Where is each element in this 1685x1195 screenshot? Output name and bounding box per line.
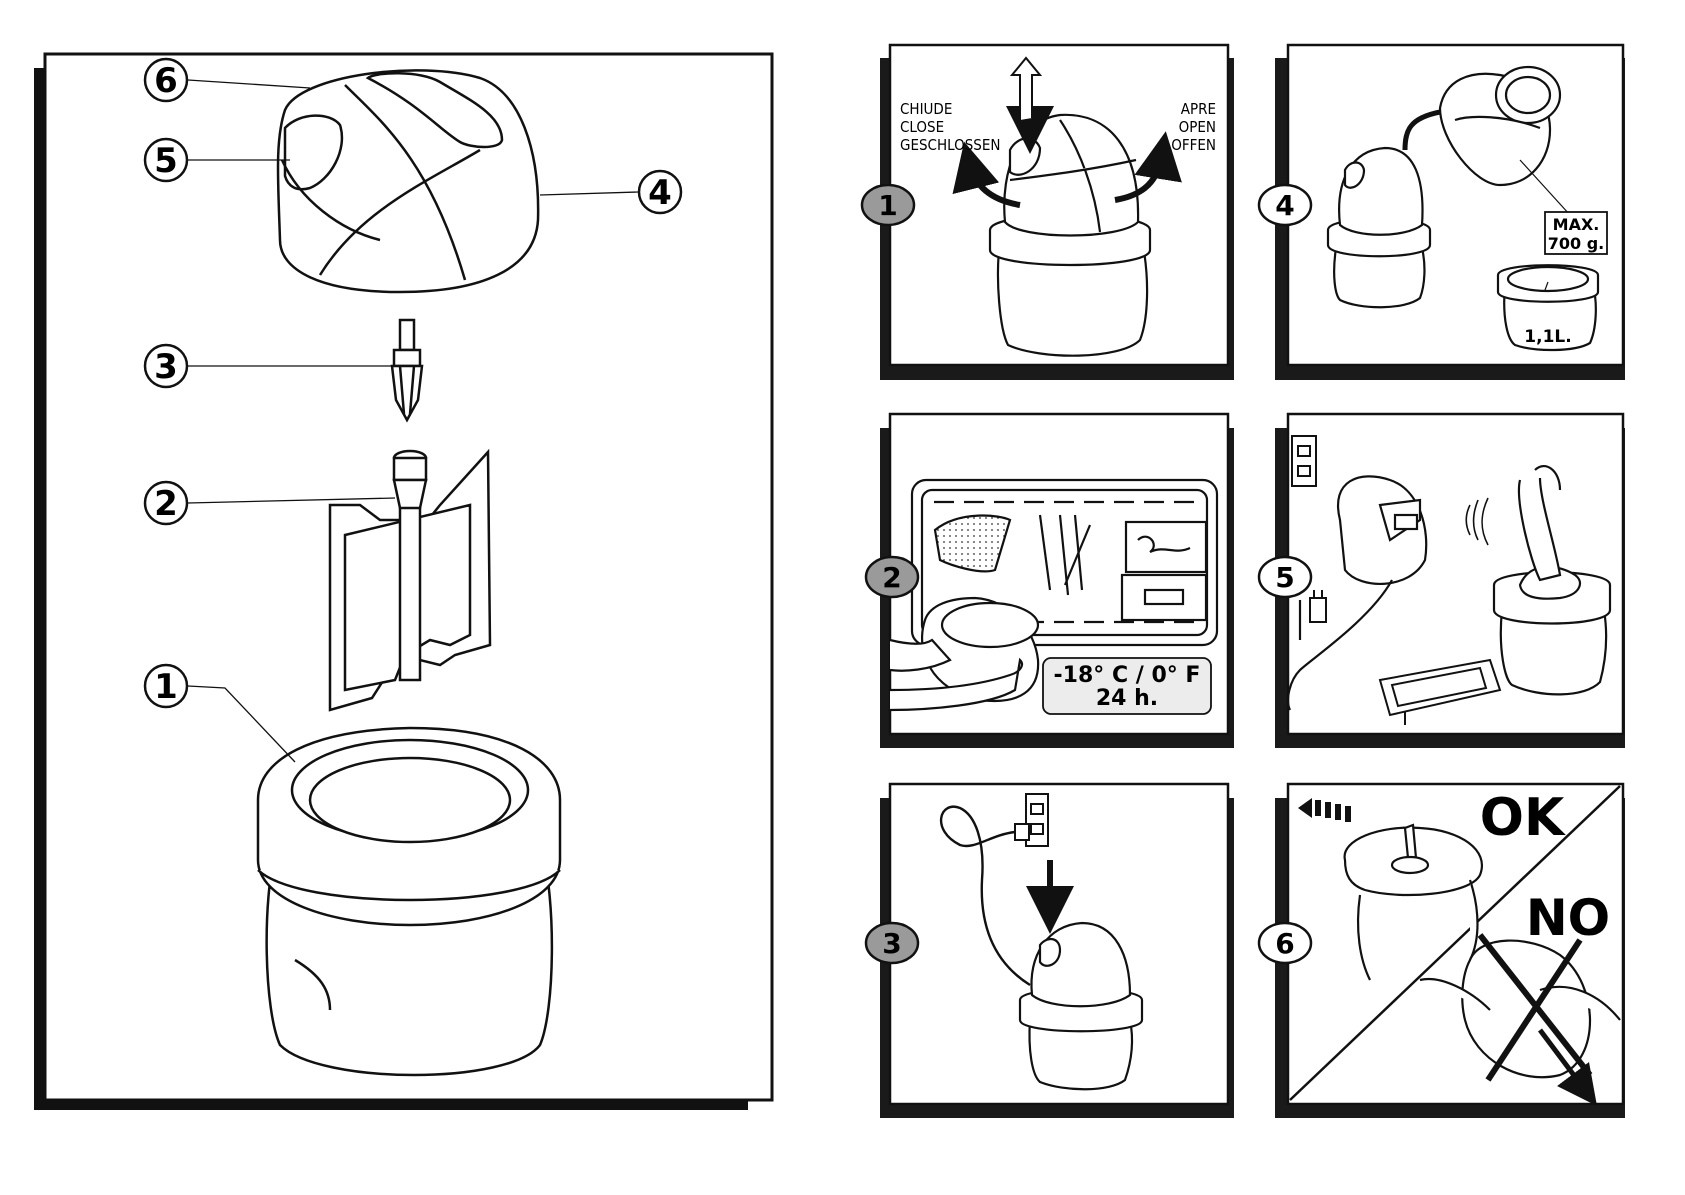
callout-2-label: 2: [154, 484, 178, 524]
step-4-panel: MAX. 700 g. 1,1L. 4: [1259, 45, 1625, 380]
callout-1-label: 1: [154, 667, 178, 707]
step-4-badge: 4: [1259, 185, 1311, 225]
callout-2: 2: [145, 482, 187, 524]
max-label-box: MAX. 700 g.: [1545, 212, 1607, 254]
step-1-number: 1: [878, 189, 897, 222]
ok-label: OK: [1480, 788, 1566, 848]
max-label-1: MAX.: [1553, 215, 1600, 234]
step-1-badge: 1: [862, 185, 914, 225]
callout-3: 3: [145, 345, 187, 387]
step-1-panel: CHIUDE CLOSE GESCHLOSSEN APRE OPEN OFFEN…: [862, 45, 1234, 380]
step-3-badge: 3: [866, 923, 918, 963]
step-2-badge: 2: [866, 557, 918, 597]
callout-6: 6: [145, 59, 187, 101]
step-3-number: 3: [882, 927, 901, 960]
max-label-2: 700 g.: [1548, 234, 1605, 253]
close-label-it: CHIUDE: [900, 100, 952, 118]
temperature-box: -18° C / 0° F 24 h.: [1043, 658, 1211, 714]
callout-1: 1: [145, 665, 187, 707]
step-6-badge: 6: [1259, 923, 1311, 963]
step-5-number: 5: [1275, 561, 1294, 594]
exploded-view-panel: 6 5 4 3 2 1: [34, 54, 772, 1110]
close-label-de: GESCHLOSSEN: [900, 136, 1001, 154]
callout-3-label: 3: [154, 347, 178, 387]
step-6-number: 6: [1275, 927, 1294, 960]
step-5-badge: 5: [1259, 557, 1311, 597]
duration-label: 24 h.: [1096, 686, 1158, 711]
step-6-panel: OK NO 6: [1259, 784, 1625, 1118]
open-label-it: APRE: [1181, 100, 1216, 118]
callout-5-label: 5: [154, 141, 178, 181]
step-1-machine: [990, 115, 1150, 356]
wall-outlet-icon: [1292, 436, 1316, 486]
open-label-en: OPEN: [1179, 118, 1216, 136]
step-4-number: 4: [1275, 189, 1294, 222]
step-2-number: 2: [882, 561, 901, 594]
close-label-en: CLOSE: [900, 118, 944, 136]
callout-6-label: 6: [154, 61, 178, 101]
step-5-panel: 5: [1259, 414, 1625, 748]
step-3-panel: 3: [866, 784, 1234, 1118]
open-label-de: OFFEN: [1171, 136, 1216, 154]
bowl-drawing: [258, 728, 560, 1075]
callout-4: 4: [639, 171, 681, 213]
callout-4-label: 4: [648, 173, 672, 213]
lid-drawing: [278, 70, 538, 292]
step-2-panel: -18° C / 0° F 24 h. 2: [866, 414, 1234, 748]
callout-5: 5: [145, 139, 187, 181]
temperature-label: -18° C / 0° F: [1054, 663, 1201, 688]
bowl-volume-label: 1,1L.: [1524, 327, 1571, 347]
no-label: NO: [1526, 889, 1610, 947]
